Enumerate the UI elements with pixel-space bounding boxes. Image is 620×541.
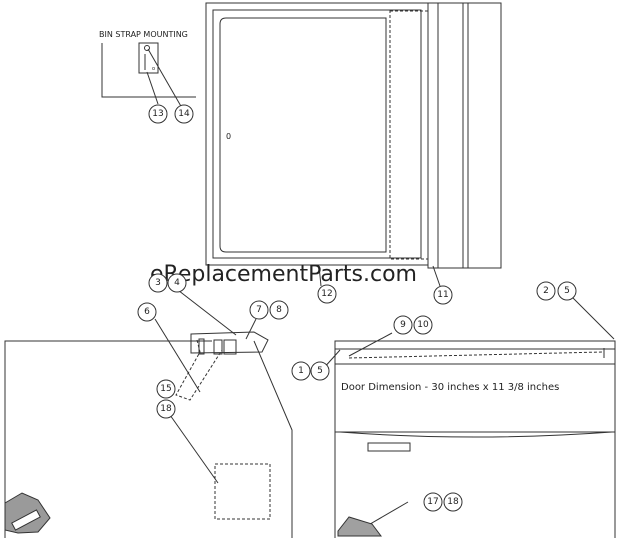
right-cabinet: Door Dimension - 30 inches x 11 3/8 inch… xyxy=(321,297,616,538)
panel-mark: 0 xyxy=(226,132,231,141)
svg-text:5: 5 xyxy=(317,366,323,376)
callout-4: 4 xyxy=(167,273,187,293)
callout-14: 14 xyxy=(174,104,194,124)
callout-5-left: 5 xyxy=(310,361,330,381)
bin-strap-label: BIN STRAP MOUNTING xyxy=(99,30,188,39)
svg-text:5: 5 xyxy=(564,286,570,296)
svg-text:11: 11 xyxy=(437,290,448,300)
callout-17: 17 xyxy=(423,492,443,512)
callout-2: 2 xyxy=(536,281,556,301)
svg-text:18: 18 xyxy=(160,404,172,414)
callout-18-right: 18 xyxy=(443,492,463,512)
callout-9: 9 xyxy=(393,315,413,335)
callout-1: 1 xyxy=(291,361,311,381)
door-dimension-label: Door Dimension - 30 inches x 11 3/8 inch… xyxy=(341,382,559,393)
svg-text:3: 3 xyxy=(155,278,161,288)
callout-11: 11 xyxy=(433,285,453,305)
svg-text:1: 1 xyxy=(298,366,304,376)
svg-text:18: 18 xyxy=(447,497,459,507)
svg-text:6: 6 xyxy=(144,307,150,317)
callout-3: 3 xyxy=(148,273,168,293)
callout-8: 8 xyxy=(269,300,289,320)
svg-text:14: 14 xyxy=(178,109,190,119)
callout-7: 7 xyxy=(249,300,269,320)
callout-10: 10 xyxy=(413,315,433,335)
callout-6: 6 xyxy=(137,302,157,322)
svg-text:15: 15 xyxy=(160,384,171,394)
svg-text:2: 2 xyxy=(543,286,549,296)
callout-15: 15 xyxy=(156,379,176,399)
svg-text:17: 17 xyxy=(427,497,438,507)
callout-12: 12 xyxy=(317,284,337,304)
watermark: eReplacementParts.com xyxy=(150,262,417,287)
svg-text:8: 8 xyxy=(276,305,282,315)
svg-text:9: 9 xyxy=(400,320,406,330)
callout-18-left: 18 xyxy=(156,399,176,419)
svg-text:o: o xyxy=(152,66,155,72)
bin-strap-detail: BIN STRAP MOUNTING o xyxy=(99,30,196,109)
left-cabinet xyxy=(4,286,293,538)
svg-text:4: 4 xyxy=(174,278,180,288)
svg-text:12: 12 xyxy=(321,289,332,299)
callout-13: 13 xyxy=(148,104,168,124)
svg-text:10: 10 xyxy=(417,320,429,330)
svg-text:7: 7 xyxy=(256,305,262,315)
main-panel: 0 xyxy=(205,2,502,287)
svg-text:13: 13 xyxy=(152,109,163,119)
callout-5-right: 5 xyxy=(557,281,577,301)
